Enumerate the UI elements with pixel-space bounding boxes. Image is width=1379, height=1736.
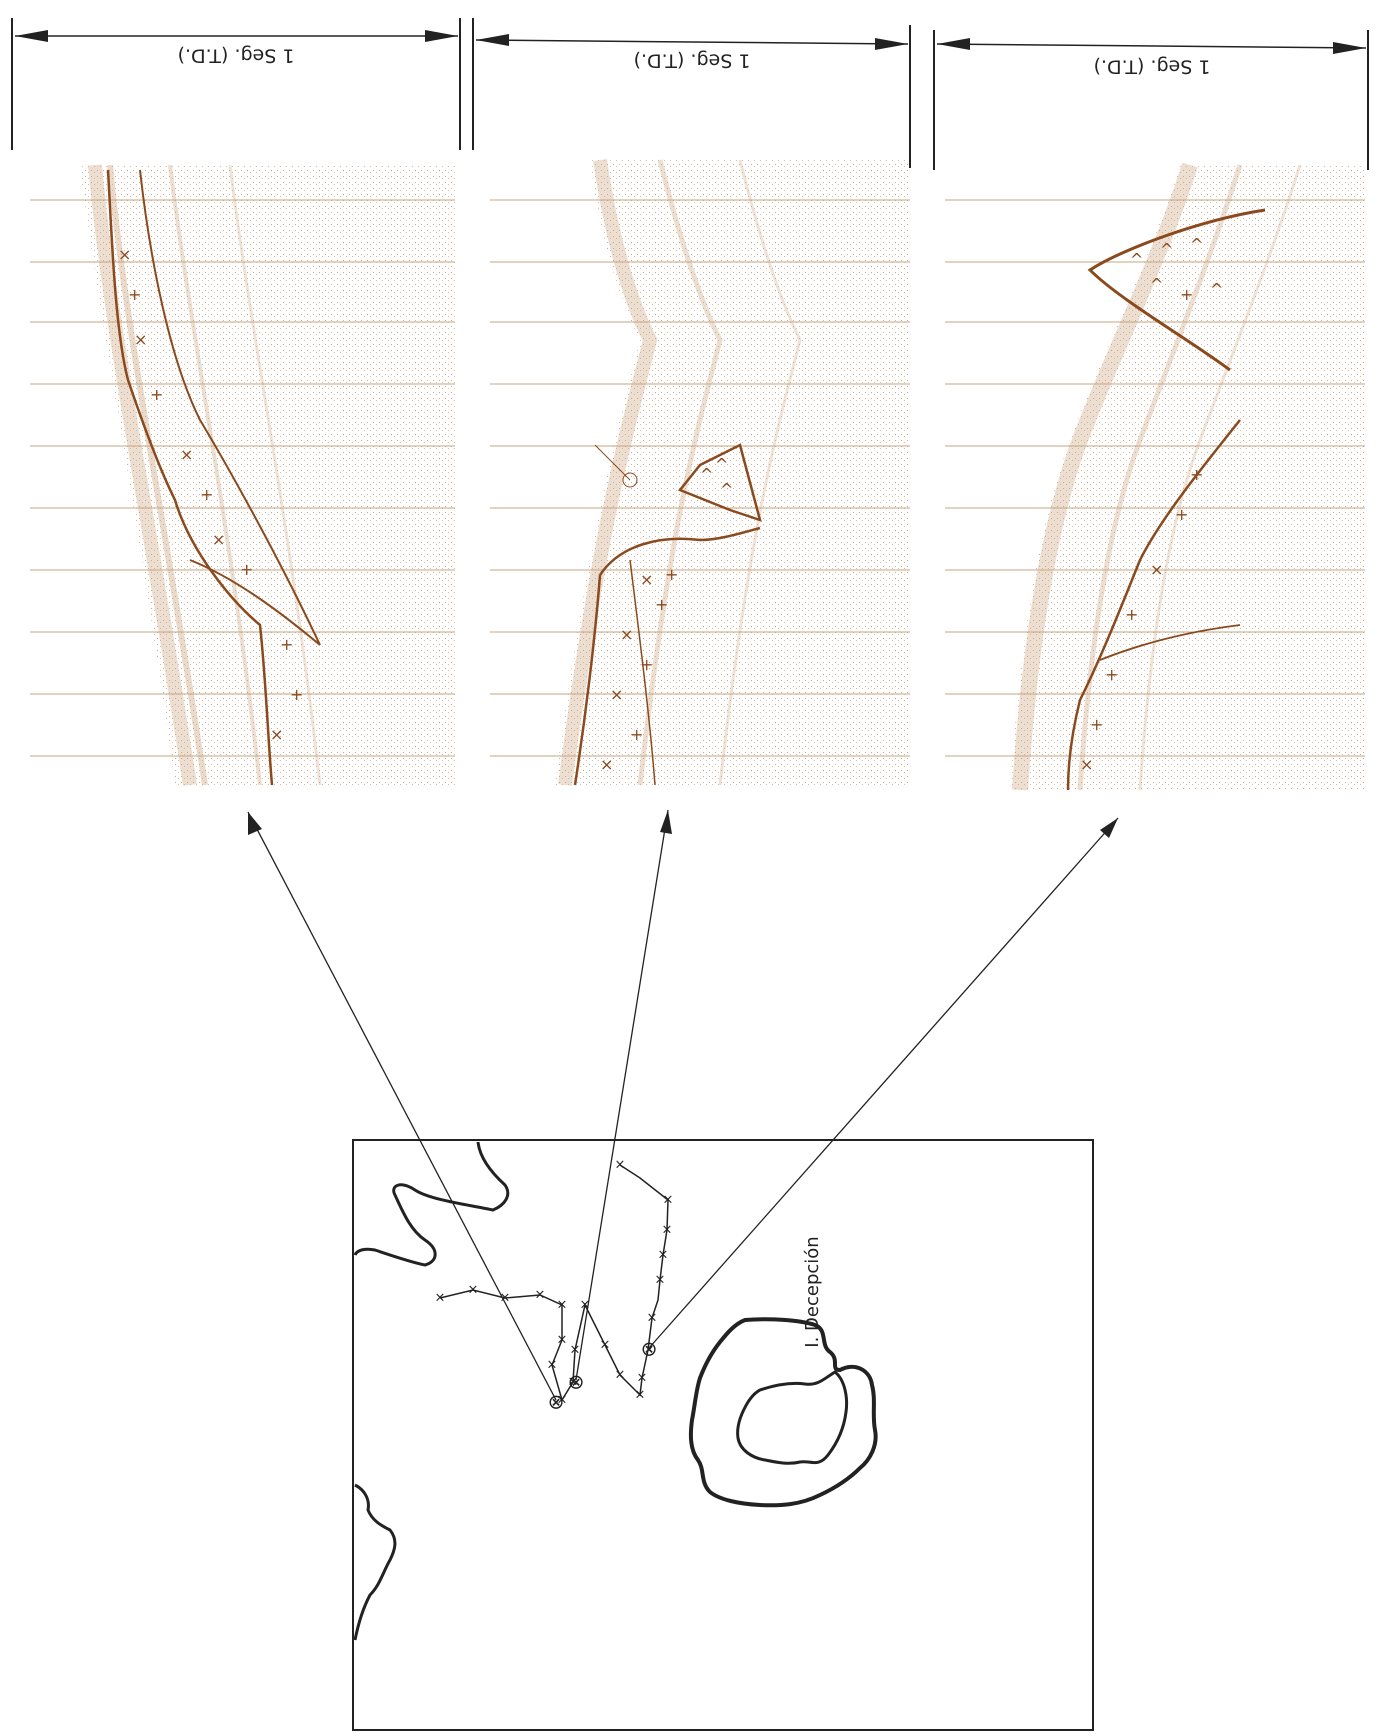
svg-text:+: +	[665, 565, 678, 584]
svg-text:×: ×	[640, 570, 653, 589]
track-point: ×	[637, 1371, 648, 1386]
arrowhead-up-icon	[660, 810, 672, 834]
svg-text:×: ×	[600, 755, 613, 774]
seismic-profile-1: × + × + × + × + + + ×	[30, 165, 455, 785]
svg-text:+: +	[1125, 605, 1138, 624]
svg-text:×: ×	[1150, 560, 1163, 579]
scale-label: 1 Seg. (T.D.)	[634, 50, 751, 72]
svg-text:×: ×	[180, 445, 193, 464]
arrowhead-right-icon	[425, 30, 458, 42]
svg-text:+: +	[150, 385, 163, 404]
arrowhead-up-icon	[248, 812, 262, 835]
svg-text:^: ^	[1190, 235, 1203, 254]
svg-text:+: +	[1175, 505, 1188, 524]
arrowhead-left-icon	[937, 38, 970, 50]
track-point: ×	[435, 1291, 446, 1306]
svg-text:^: ^	[1130, 250, 1143, 269]
track-point: ×	[655, 1273, 666, 1288]
profile-site-3: ⊗	[641, 1337, 658, 1361]
location-map: I. Decepción × × × × × × × × × × × × × ×…	[353, 1140, 1093, 1730]
svg-text:^: ^	[715, 455, 728, 474]
track-point: ×	[557, 1333, 568, 1348]
profile-site-1: ⊗	[548, 1390, 565, 1414]
deception-caldera-outline	[738, 1372, 847, 1463]
track-point: ×	[658, 1248, 669, 1263]
scale-bar-1: 1 Seg. (T.D.)	[12, 18, 460, 150]
track-point: ×	[468, 1283, 479, 1298]
svg-text:+: +	[655, 595, 668, 614]
connector-line-3	[649, 818, 1118, 1348]
svg-text:+: +	[630, 725, 643, 744]
svg-text:+: +	[1090, 715, 1103, 734]
map-frame	[353, 1140, 1093, 1730]
svg-text:+: +	[128, 285, 141, 304]
svg-text:+: +	[1180, 285, 1193, 304]
svg-text:^: ^	[720, 480, 733, 499]
track-point: ×	[662, 1223, 673, 1238]
svg-text:×: ×	[118, 245, 131, 264]
deception-island-outline	[691, 1319, 876, 1505]
coastline-left	[355, 1485, 395, 1640]
island-label: I. Decepción	[802, 1236, 823, 1347]
track-point: ×	[535, 1288, 546, 1303]
arrowhead-left-icon	[15, 30, 48, 42]
connector-arrows	[248, 810, 1118, 1400]
svg-text:^: ^	[700, 465, 713, 484]
svg-text:+: +	[640, 655, 653, 674]
svg-text:^: ^	[1210, 280, 1223, 299]
track-point: ×	[635, 1388, 646, 1403]
scale-bar-2: 1 Seg. (T.D.)	[473, 18, 910, 168]
svg-text:+: +	[1190, 465, 1203, 484]
seismic-profile-2: ^^^ ×++ ×+× +×	[490, 160, 910, 785]
svg-text:×: ×	[610, 685, 623, 704]
scale-bar-3: 1 Seg. (T.D.)	[934, 30, 1368, 170]
svg-text:+: +	[280, 635, 293, 654]
track-point: ×	[615, 1158, 626, 1173]
svg-text:^: ^	[1150, 275, 1163, 294]
track-point: ×	[600, 1338, 611, 1353]
track-point: ×	[547, 1358, 558, 1373]
track-point: ×	[557, 1298, 568, 1313]
arrowhead-right-icon	[875, 38, 908, 50]
coastline-top	[355, 1142, 508, 1265]
track-point: ×	[570, 1343, 581, 1358]
scale-label: 1 Seg. (T.D.)	[1094, 56, 1211, 78]
svg-text:+: +	[290, 685, 303, 704]
svg-text:×: ×	[270, 725, 283, 744]
svg-text:×: ×	[620, 625, 633, 644]
track-point: ×	[647, 1311, 658, 1326]
svg-text:×: ×	[134, 330, 147, 349]
arrowhead-right-icon	[1333, 42, 1366, 54]
svg-text:×: ×	[1080, 755, 1093, 774]
profile-site-2: ⊗	[568, 1370, 585, 1394]
track-point: ×	[615, 1368, 626, 1383]
seismic-profile-3: ^ ^ ^ ^ + ^ + + × + + + ×	[945, 165, 1365, 790]
connector-line-2	[576, 810, 668, 1380]
svg-text:+: +	[240, 560, 253, 579]
svg-text:^: ^	[1160, 240, 1173, 259]
scale-label: 1 Seg. (T.D.)	[178, 45, 295, 67]
svg-text:+: +	[200, 485, 213, 504]
arrowhead-left-icon	[476, 34, 509, 46]
connector-line-1	[248, 812, 556, 1400]
svg-text:×: ×	[212, 530, 225, 549]
svg-text:+: +	[1105, 665, 1118, 684]
track-point: ×	[663, 1193, 674, 1208]
